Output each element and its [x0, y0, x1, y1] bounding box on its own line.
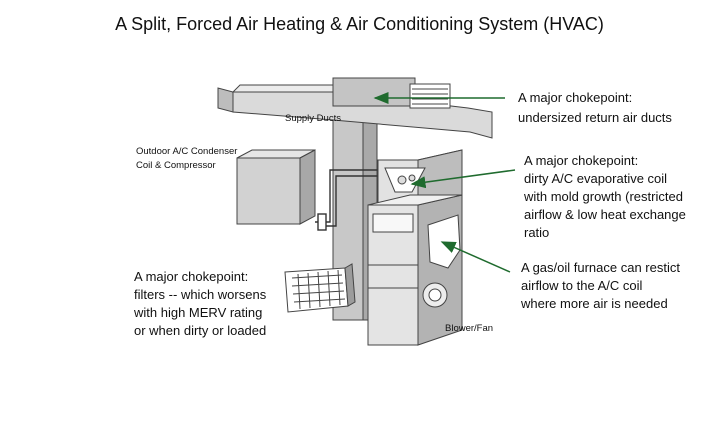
air-filter	[284, 263, 356, 313]
furnace-body	[367, 194, 463, 346]
diagram-title: A Split, Forced Air Heating & Air Condit…	[115, 14, 604, 34]
return-air-vent	[332, 77, 451, 109]
arrow-evap-coil	[410, 169, 516, 189]
callout-furnace: A gas/oil furnace can restict airflow to…	[521, 260, 680, 311]
supply-ducts-label: Supply Ducts	[285, 113, 341, 124]
callout-return-ducts: A major chokepoint: undersized return ai…	[518, 90, 672, 125]
refrigerant-lines	[315, 169, 385, 231]
outdoor-condenser	[236, 149, 316, 225]
callout-filters: A major chokepoint: filters -- which wor…	[134, 269, 267, 338]
arrow-furnace	[440, 241, 511, 273]
callout-evap-coil: A major chokepoint: dirty A/C evaporativ…	[524, 153, 686, 240]
blower-label: Blower/Fan	[445, 323, 494, 334]
condenser-label: Outdoor A/C Condenser Coil & Compressor	[136, 146, 238, 171]
